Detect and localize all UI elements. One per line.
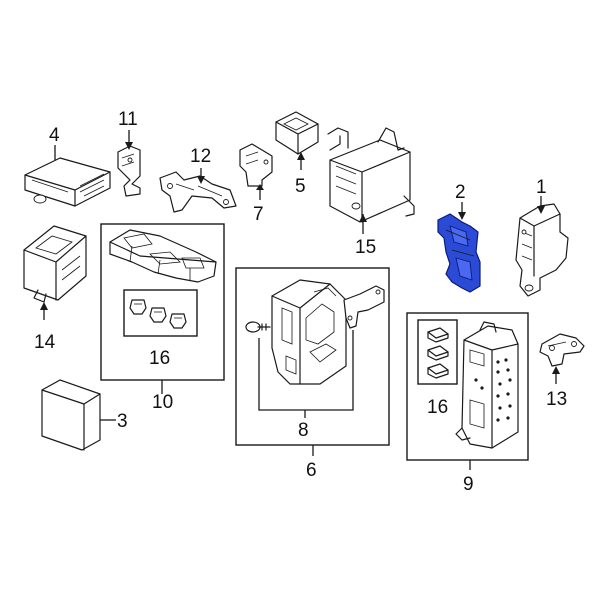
part-2-bracket-highlighted[interactable] xyxy=(437,202,481,293)
part-9-fuse-relay-box[interactable] xyxy=(455,321,519,449)
part-11-bracket[interactable] xyxy=(117,130,141,197)
callout-14: 14 xyxy=(34,332,56,353)
part-screw[interactable] xyxy=(245,321,271,333)
part-15-module-bracket[interactable] xyxy=(327,127,415,234)
part-14-control-module[interactable] xyxy=(23,225,87,320)
callout-3: 3 xyxy=(117,411,128,432)
callout-7: 7 xyxy=(253,204,264,225)
callout-6: 6 xyxy=(306,460,317,481)
part-3-module[interactable] xyxy=(41,379,116,451)
part-5-relay-block[interactable] xyxy=(275,111,319,170)
callout-10: 10 xyxy=(152,392,173,413)
part-16-clips-a[interactable] xyxy=(129,299,187,329)
part-1-control-unit[interactable] xyxy=(515,196,569,297)
part-16-clips-b[interactable] xyxy=(427,327,449,379)
callout-15: 15 xyxy=(355,237,376,258)
part-13-bracket[interactable] xyxy=(539,333,585,384)
part-4-control-module[interactable] xyxy=(24,145,111,207)
callout-1: 1 xyxy=(536,177,547,198)
callout-16-left: 16 xyxy=(149,348,170,369)
part-7-bracket[interactable] xyxy=(239,143,273,200)
part-10-fuse-box[interactable] xyxy=(109,229,217,283)
callout-11: 11 xyxy=(118,109,138,130)
callout-12: 12 xyxy=(190,146,211,167)
part-12-bracket[interactable] xyxy=(159,168,237,213)
group-box-6 xyxy=(235,267,390,456)
part-8-junction-box[interactable] xyxy=(271,279,347,385)
callout-2: 2 xyxy=(455,182,466,203)
callout-4: 4 xyxy=(49,125,60,146)
callout-9: 9 xyxy=(463,474,474,495)
callout-8: 8 xyxy=(298,420,309,441)
group-box-10 xyxy=(100,223,225,394)
callout-5: 5 xyxy=(295,176,306,197)
group-box-9 xyxy=(406,312,529,470)
callout-13: 13 xyxy=(546,389,567,410)
part-bracket-small[interactable] xyxy=(343,285,385,329)
callout-16-right: 16 xyxy=(427,397,448,418)
